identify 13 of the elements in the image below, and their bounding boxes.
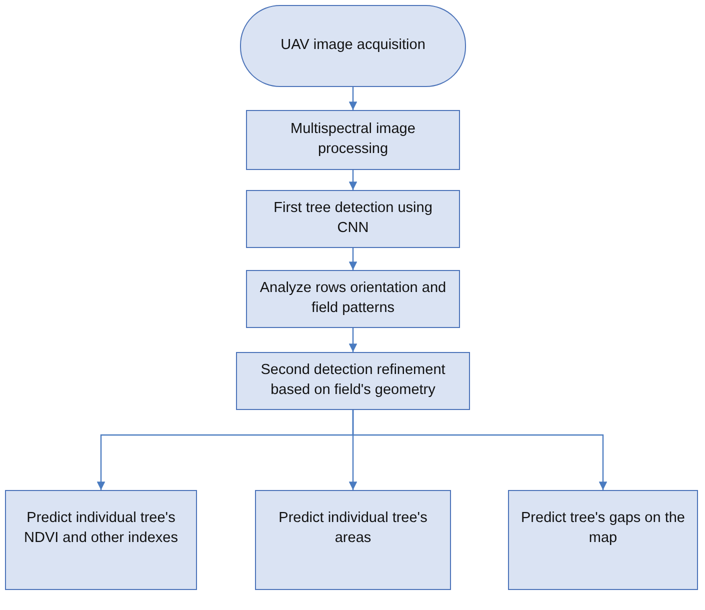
process-box: Predict tree's gaps on the map: [508, 490, 698, 590]
process-box: Multispectral image processing: [246, 110, 460, 170]
arrow: [348, 248, 358, 270]
process-box: Predict individual tree's NDVI and other indexes: [5, 490, 197, 590]
arrow: [348, 328, 358, 352]
arrow: [348, 170, 358, 190]
arrow: [352, 410, 608, 490]
process-box: Analyze rows orientation and field patterns: [246, 270, 460, 328]
start-terminal: UAV image acquisition: [240, 5, 466, 87]
process-box: First tree detection using CNN: [246, 190, 460, 248]
process-box: Predict individual tree's areas: [255, 490, 451, 590]
arrow: [348, 87, 358, 110]
process-box: Second detection refinement based on field's geometry: [236, 352, 470, 410]
